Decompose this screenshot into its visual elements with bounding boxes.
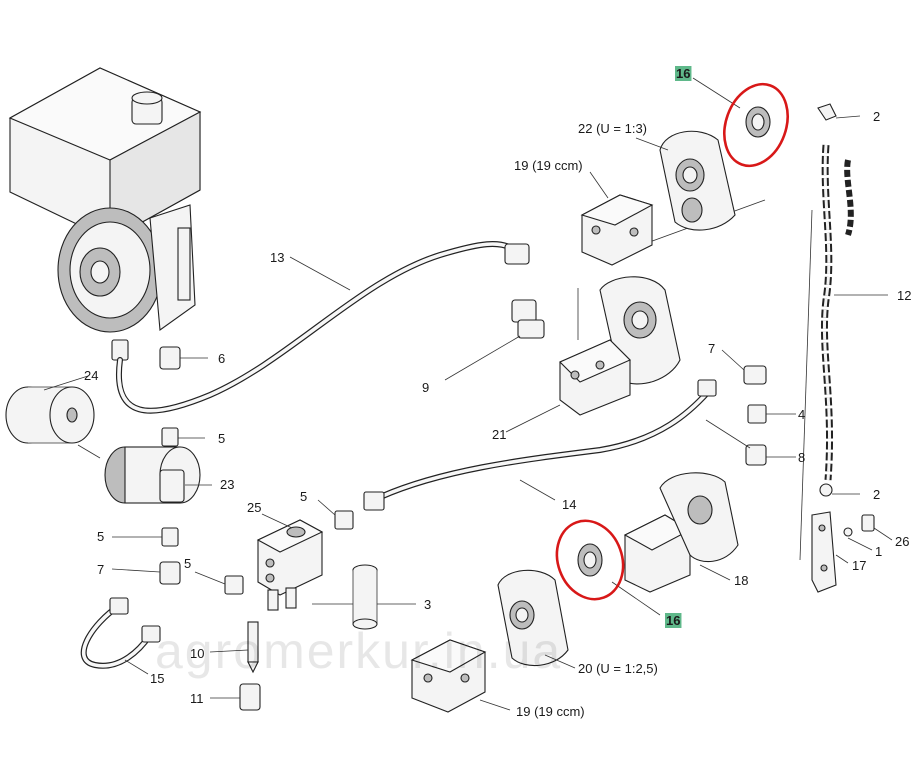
label-26: 26 (895, 534, 909, 549)
pump-19-top (580, 171, 654, 266)
fitting-9 (444, 299, 545, 381)
tank-motor-assembly (8, 67, 202, 361)
nipple-5-c (194, 571, 244, 595)
chain-12 (799, 103, 888, 561)
leader-13 (289, 256, 351, 291)
label-7-right: 7 (708, 341, 715, 356)
arrow-24-to-23 (77, 444, 101, 459)
fitting-6 (159, 346, 208, 370)
label-22: 22 (U = 1:3) (578, 121, 647, 136)
label-7-left: 7 (97, 562, 104, 577)
label-2-top: 2 (873, 109, 880, 124)
gearbox-20 (497, 569, 576, 669)
label-23: 23 (220, 477, 234, 492)
gearbox-22 (635, 130, 736, 231)
label-18: 18 (734, 573, 748, 588)
label-19-bottom: 19 (19 ccm) (516, 704, 585, 719)
highlight-circle-bottom (555, 519, 625, 601)
seal-16-bottom (555, 519, 661, 616)
hose-14 (363, 379, 717, 511)
label-4: 4 (798, 407, 805, 422)
nipple-5-d (317, 499, 354, 530)
label-17: 17 (852, 558, 866, 573)
label-21: 21 (492, 427, 506, 442)
hose-13 (115, 241, 530, 414)
label-16-bottom-highlight (665, 613, 682, 628)
pin-10 (209, 621, 259, 674)
hose-15 (80, 597, 161, 675)
label-5-b: 5 (97, 529, 104, 544)
elbow-7-right (721, 349, 767, 385)
label-13: 13 (270, 250, 284, 265)
elbow-8 (705, 419, 796, 466)
label-1: 1 (875, 544, 882, 559)
label-12: 12 (897, 288, 911, 303)
sleeve-3 (312, 564, 416, 630)
label-9: 9 (422, 380, 429, 395)
filter-housing-23 (104, 446, 212, 504)
label-20: 20 (U = 1:2,5) (578, 661, 658, 676)
sleeve-11 (210, 683, 261, 711)
filter-24 (5, 386, 95, 444)
label-16-top-highlight (675, 66, 692, 81)
label-25: 25 (247, 500, 261, 515)
label-19-top: 19 (19 ccm) (514, 158, 583, 173)
watermark: agromerkur.in.ua (155, 623, 562, 679)
pump-18 (623, 472, 739, 593)
part-labels: 13 6 24 5 23 25 5 5 5 7 3 10 15 11 9 21 … (84, 66, 911, 719)
label-16-bottom: 16 (666, 613, 680, 628)
nipple-5-a (161, 427, 205, 447)
highlight-circle-top (723, 82, 789, 168)
nipple-5-b (112, 527, 179, 547)
label-3: 3 (424, 597, 431, 612)
pump-gearbox-21 (505, 199, 766, 433)
label-6: 6 (218, 351, 225, 366)
elbow-7-left (111, 561, 181, 585)
label-8: 8 (798, 450, 805, 465)
label-5-a: 5 (218, 431, 225, 446)
label-15: 15 (150, 671, 164, 686)
bracket-17 (811, 511, 893, 593)
pump-19-bottom (410, 639, 511, 713)
leader-24 (43, 375, 89, 391)
label-5-c: 5 (184, 556, 191, 571)
label-24: 24 (84, 368, 98, 383)
label-11: 11 (190, 691, 204, 706)
nipple-4 (747, 404, 796, 424)
label-10: 10 (190, 646, 204, 661)
label-5-d: 5 (300, 489, 307, 504)
label-14: 14 (562, 497, 576, 512)
label-2-bottom: 2 (873, 487, 880, 502)
seal-16-top (692, 77, 789, 168)
valve-block-25 (256, 513, 324, 611)
label-16-top: 16 (676, 66, 690, 81)
